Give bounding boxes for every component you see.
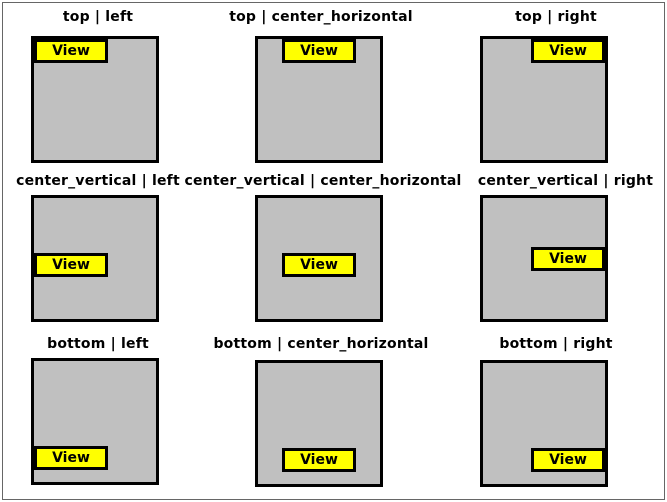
cell-top-right: top | right View [461, 9, 651, 174]
cell-label: center_vertical | center_horizontal [184, 173, 462, 189]
view-box: View [531, 448, 605, 472]
view-box: View [34, 446, 108, 470]
cell-top-center-horizontal: top | center_horizontal View [191, 9, 451, 174]
cell-center-vertical-right: center_vertical | right View [473, 173, 658, 338]
cell-label: center_vertical | left [16, 173, 180, 189]
cell-label: top | center_horizontal [229, 9, 413, 25]
container-box: View [31, 358, 159, 485]
cell-bottom-left: bottom | left View [3, 336, 193, 501]
cell-label: bottom | right [499, 336, 613, 352]
cell-bottom-right: bottom | right View [461, 336, 651, 501]
container-box: View [31, 195, 159, 322]
view-box: View [531, 39, 605, 63]
cell-center-vertical-left: center_vertical | left View [3, 173, 193, 338]
view-box: View [531, 247, 605, 271]
container-box: View [480, 36, 608, 163]
container-box: View [255, 360, 383, 487]
view-box: View [282, 39, 356, 63]
cell-top-left: top | left View [3, 9, 193, 174]
container-box: View [480, 195, 608, 322]
cell-label: top | left [62, 9, 134, 25]
container-box: View [31, 36, 159, 163]
container-box: View [255, 195, 383, 322]
cell-label: bottom | center_horizontal [213, 336, 429, 352]
cell-bottom-center-horizontal: bottom | center_horizontal View [191, 336, 451, 501]
view-box: View [34, 39, 108, 63]
view-box: View [282, 253, 356, 277]
cell-label: center_vertical | right [477, 173, 654, 189]
cell-center-vertical-center-horizontal: center_vertical | center_horizontal View [183, 173, 463, 338]
container-box: View [255, 36, 383, 163]
container-box: View [480, 360, 608, 487]
cell-label: top | right [515, 9, 597, 25]
view-box: View [34, 253, 108, 277]
cell-label: bottom | left [47, 336, 149, 352]
view-box: View [282, 448, 356, 472]
